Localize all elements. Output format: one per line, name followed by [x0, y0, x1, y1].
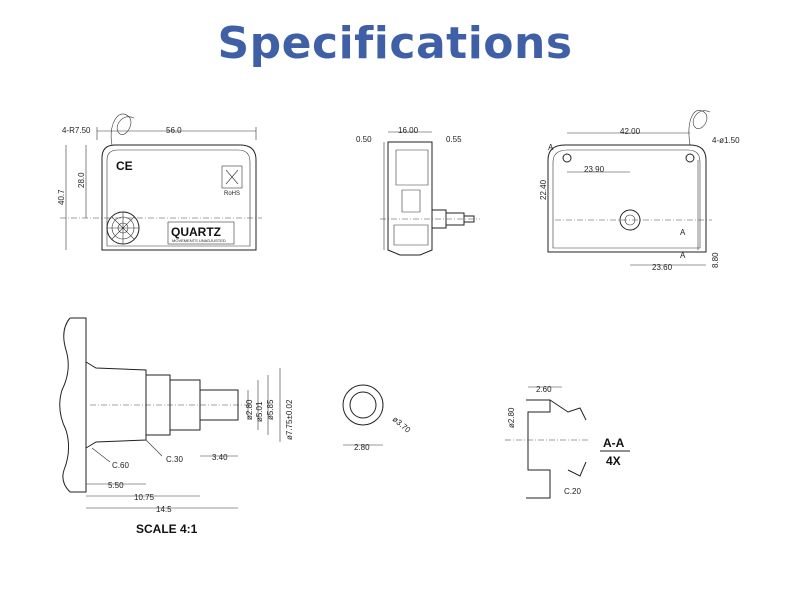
shaft-dia-1: ø2.80 — [245, 399, 254, 420]
section-outline-left — [526, 399, 551, 499]
back-width-label: 42.00 — [620, 127, 641, 136]
side-left-gap-label: 0.50 — [356, 135, 372, 144]
gear-spokes — [107, 212, 139, 244]
movement-inner-outline — [106, 149, 251, 247]
bore-inner — [349, 391, 377, 419]
side-mid-block — [401, 189, 421, 213]
section-dia-label: ø2.80 — [507, 407, 516, 428]
recycle-box — [221, 165, 243, 189]
rohs-label: RoHS — [224, 191, 240, 197]
side-right-gap-label: 0.55 — [446, 135, 462, 144]
bore-dia-label: 2.80 — [354, 443, 370, 452]
back-height-label: 22.40 — [539, 179, 548, 200]
brand-plate — [167, 221, 235, 245]
back-wire-loop — [688, 110, 711, 146]
shaft-housing — [70, 317, 87, 493]
mount-hole-left — [562, 153, 572, 163]
wire-loop — [110, 113, 135, 146]
back-hole-label: 4-ø1.50 — [712, 136, 740, 145]
side-lower-block — [393, 224, 429, 246]
front-radius-label: 4-R7.50 — [62, 126, 91, 135]
shaft-len-2: 5.50 — [108, 481, 124, 490]
back-bottom-label: 23.60 — [652, 263, 673, 272]
back-body — [547, 144, 707, 253]
shaft-dia-3: ø5.85 — [266, 399, 275, 420]
section-label: A-A — [603, 436, 625, 450]
back-bottom-height-label: 8.80 — [711, 252, 720, 268]
section-mark-top: A — [548, 143, 554, 152]
crossed-bin-icon — [225, 169, 239, 185]
back-inner-outline — [552, 149, 701, 249]
front-inner-height-label: 28.0 — [77, 172, 86, 188]
bore-detail: 2.80 ø3.70 — [342, 384, 413, 452]
section-mark-bottom: A — [680, 251, 686, 260]
section-width-label: 2.60 — [536, 385, 552, 394]
bore-outer — [342, 384, 384, 426]
brand-sub-label: MOVEMENTS UNADJUSTED — [172, 238, 226, 243]
section-aa: 2.60 ø2.80 C.20 A-A 4X — [505, 385, 630, 499]
chamfer1-leader — [91, 447, 111, 463]
back-view: 42.00 4-ø1.50 23.90 22.40 23.60 8.80 A A… — [539, 110, 740, 272]
chamfer2-leader — [145, 439, 163, 457]
shaft-len-3: 10.75 — [134, 493, 155, 502]
shaft-dia-2: ø5.01 — [255, 401, 264, 422]
shaft-break-line — [59, 317, 71, 493]
shaft-chamfer-1: C.60 — [112, 461, 129, 470]
side-width-label: 16.00 — [398, 126, 419, 135]
page-title: Specifications — [217, 18, 573, 69]
front-height-label: 40.7 — [57, 189, 66, 205]
bore-outer-label: ø3.70 — [391, 415, 413, 435]
section-mark-mid: A — [680, 228, 686, 237]
shaft-len-4: 14.5 — [156, 505, 172, 514]
movement-body — [101, 144, 257, 251]
shaft-chamfer-2: C.30 — [166, 455, 183, 464]
section-outline-right — [549, 399, 587, 477]
back-offset-label: 23.90 — [584, 165, 605, 174]
side-upper-block — [395, 149, 429, 186]
brand-label: QUARTZ — [171, 225, 221, 239]
section-chamfer-label: C.20 — [564, 487, 581, 496]
mount-hole-right — [685, 153, 695, 163]
side-shaft-mid — [446, 212, 465, 226]
shaft-len-1: 3.40 — [212, 453, 228, 462]
shaft-detail: ø2.80 ø5.01 ø5.85 ø7.75±0.02 3.40 5.50 1… — [59, 317, 294, 536]
shaft-dia-4: ø7.75±0.02 — [285, 399, 294, 440]
side-body — [387, 141, 433, 256]
ce-mark: CE — [116, 159, 133, 173]
shaft-step-2 — [170, 379, 201, 431]
section-scale: 4X — [606, 454, 621, 468]
side-view: 16.00 0.50 0.55 — [356, 126, 480, 256]
front-width-label: 56.0 — [166, 126, 182, 135]
front-view: CE RoHS QUARTZ MOVEMENTS UNADJUSTED 56.0… — [57, 113, 262, 251]
scale-label: SCALE 4:1 — [136, 522, 198, 536]
